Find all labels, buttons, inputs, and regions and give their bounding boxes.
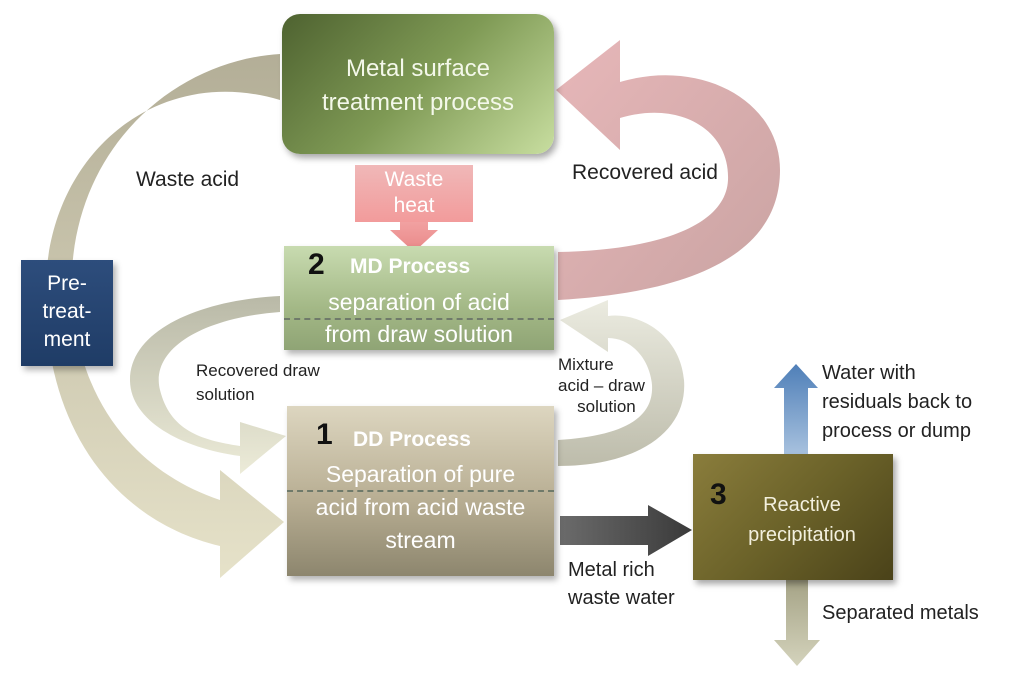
dd-process-line3: stream (385, 527, 456, 553)
md-process-box: MD Process separation of acid from draw … (284, 246, 554, 350)
waste-acid-arrow (45, 54, 284, 578)
metal-surface-line2: treatment process (321, 89, 515, 116)
waste-heat-line2: heat (393, 194, 435, 217)
pretreatment-line3: ment (43, 328, 91, 351)
reactive-precipitation-box: Reactive precipitation (693, 454, 893, 580)
metal-rich-label: Metal rich waste water (568, 556, 675, 612)
md-process-line2: from draw solution (325, 321, 513, 347)
recovered-acid-arrow (556, 40, 780, 300)
mixture-line1: Mixture (558, 355, 614, 374)
water-line1: Water with (822, 362, 916, 384)
water-arrow (774, 364, 818, 454)
md-process-title: MD Process (350, 255, 471, 278)
water-line3: process or dump (822, 420, 971, 442)
mixture-arrow (558, 300, 685, 466)
reactive-line1: Reactive (763, 494, 841, 516)
metal-surface-treatment-box: Metal surface treatment process (282, 14, 554, 154)
metal-rich-line1: Metal rich (568, 559, 655, 581)
dd-divider (287, 490, 554, 492)
md-process-line1: separation of acid (328, 289, 510, 315)
dd-process-box: DD Process Separation of pure acid from … (287, 406, 554, 576)
recovered-draw-label: Recovered draw solution (196, 359, 320, 407)
recovered-draw-arrow (130, 296, 286, 474)
dd-process-line1: Separation of pure (325, 461, 516, 487)
metal-rich-line2: waste water (568, 587, 675, 609)
waste-heat-line1: Waste (384, 168, 444, 191)
dd-process-title: DD Process (353, 428, 471, 451)
reactive-line2: precipitation (748, 524, 856, 546)
separated-metals-label: Separated metals (822, 602, 979, 624)
water-residuals-label: Water with residuals back to process or … (822, 359, 972, 446)
dd-process-number: 1 (316, 418, 333, 451)
metal-surface-line1: Metal surface (345, 55, 491, 82)
recovered-draw-line1: Recovered draw (196, 361, 320, 380)
pretreatment-line1: Pre- (47, 272, 87, 295)
water-line2: residuals back to (822, 391, 973, 413)
md-divider (284, 318, 554, 320)
dd-process-line2: acid from acid waste (315, 494, 526, 520)
pretreatment-line2: treat- (42, 300, 92, 323)
mixture-label: Mixture acid – draw solution (558, 354, 645, 417)
pretreatment-box: Pre- treat- ment (21, 260, 113, 366)
metal-rich-arrow (560, 505, 692, 556)
mixture-line2: acid – draw (558, 376, 645, 395)
waste-heat-arrow (390, 220, 438, 252)
reactive-number: 3 (710, 478, 727, 511)
separated-metals-arrow (774, 580, 820, 666)
recovered-draw-line2: solution (196, 385, 255, 404)
md-process-number: 2 (308, 248, 325, 281)
mixture-line3: solution (577, 397, 636, 416)
recovered-acid-label: Recovered acid (572, 161, 718, 184)
waste-acid-label: Waste acid (136, 168, 240, 191)
waste-heat-box: Waste heat (355, 165, 473, 222)
